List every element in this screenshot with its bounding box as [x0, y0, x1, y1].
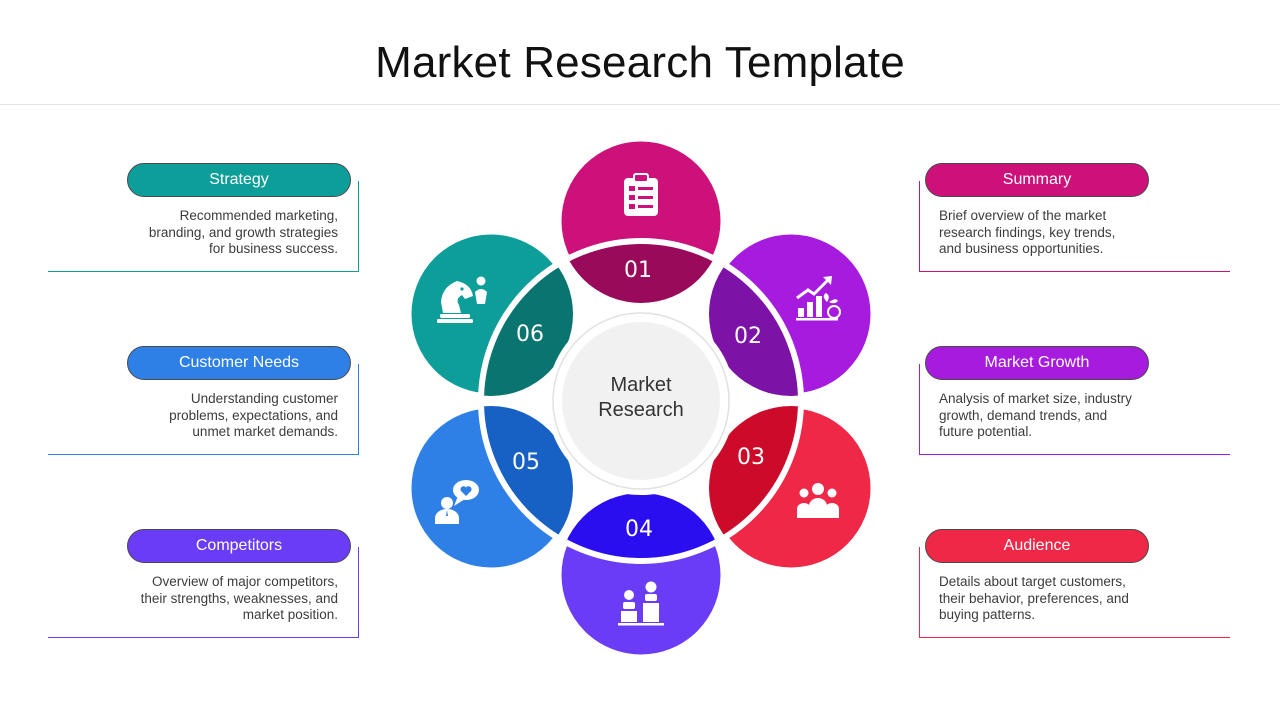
page-title: Market Research Template — [375, 38, 905, 87]
desc-line: their behavior, preferences, and — [939, 590, 1129, 606]
card-market-growth-title: Market Growth — [925, 346, 1149, 380]
center-disc — [562, 322, 720, 480]
card-competitors: Competitors Overview of major competitor… — [48, 529, 360, 641]
card-bracket — [919, 547, 1230, 638]
desc-line: buying patterns. — [939, 607, 1036, 622]
petal-05-number: 05 — [512, 450, 540, 475]
desc-line: research findings, key trends, — [939, 224, 1116, 240]
desc-line: Analysis of market size, industry — [939, 391, 1132, 406]
desc-line: problems, expectations, and — [169, 407, 338, 423]
center-label: Market Research — [561, 373, 721, 423]
flower-diagram: 01 02 03 04 05 06 — [406, 136, 876, 660]
card-strategy-title: Strategy — [127, 163, 351, 197]
card-customer-needs-title: Customer Needs — [127, 346, 351, 380]
petal-02-inner — [709, 238, 804, 396]
desc-line: growth, demand trends, and — [939, 407, 1108, 423]
desc-line: Details about target customers, — [939, 574, 1126, 589]
audience-icon — [797, 483, 839, 518]
title-divider — [0, 104, 1280, 105]
card-customer-needs: Customer Needs Understanding customer pr… — [48, 346, 360, 458]
card-summary-description: Brief overview of the market research fi… — [939, 208, 1179, 258]
card-bracket — [919, 181, 1230, 272]
card-audience-description: Details about target customers, their be… — [939, 574, 1179, 624]
petal-01-number: 01 — [624, 258, 652, 283]
card-strategy-description: Recommended marketing, branding, and gro… — [98, 208, 338, 258]
chess-knight-icon — [437, 276, 487, 323]
desc-line: Understanding customer — [190, 391, 338, 406]
desc-line: their strengths, weaknesses, and — [140, 590, 338, 606]
card-summary: Summary Brief overview of the market res… — [919, 163, 1231, 275]
podium-icon — [618, 581, 664, 626]
card-summary-title: Summary — [925, 163, 1149, 197]
desc-line: Overview of major competitors, — [151, 574, 338, 589]
card-audience-title: Audience — [925, 529, 1149, 563]
desc-line: and business opportunities. — [939, 241, 1104, 256]
center-label-line2: Research — [598, 399, 684, 421]
petal-05-inner — [478, 406, 573, 564]
desc-line: unmet market demands. — [192, 424, 338, 439]
card-bracket — [48, 547, 359, 638]
petal-03-inner — [709, 406, 804, 564]
clipboard-icon — [624, 173, 658, 216]
desc-line: Recommended marketing, — [179, 208, 338, 223]
card-strategy: Strategy Recommended marketing, branding… — [48, 163, 360, 275]
petal-06-inner — [478, 238, 573, 396]
petal-03-number: 03 — [737, 445, 765, 470]
card-bracket — [48, 364, 359, 455]
growth-chart-icon — [796, 276, 841, 321]
desc-line: future potential. — [939, 424, 1033, 439]
card-competitors-title: Competitors — [127, 529, 351, 563]
card-market-growth: Market Growth Analysis of market size, i… — [919, 346, 1231, 458]
petal-06-number: 06 — [516, 322, 544, 347]
petal-04-inner — [559, 493, 723, 564]
desc-line: branding, and growth strategies — [148, 224, 338, 240]
petal-02-number: 02 — [734, 324, 762, 349]
card-bracket — [919, 364, 1230, 455]
card-market-growth-description: Analysis of market size, industry growth… — [939, 391, 1179, 441]
card-audience: Audience Details about target customers,… — [919, 529, 1231, 641]
card-competitors-description: Overview of major competitors, their str… — [98, 574, 338, 624]
desc-line: for business success. — [208, 241, 338, 256]
petal-01-inner — [559, 238, 723, 303]
desc-line: Brief overview of the market — [939, 208, 1107, 223]
card-customer-needs-description: Understanding customer problems, expecta… — [98, 391, 338, 441]
customer-heart-icon — [435, 480, 479, 524]
center-label-line1: Market — [610, 374, 672, 396]
petal-04-number: 04 — [625, 517, 653, 542]
card-bracket — [48, 181, 359, 272]
desc-line: market position. — [242, 607, 338, 622]
